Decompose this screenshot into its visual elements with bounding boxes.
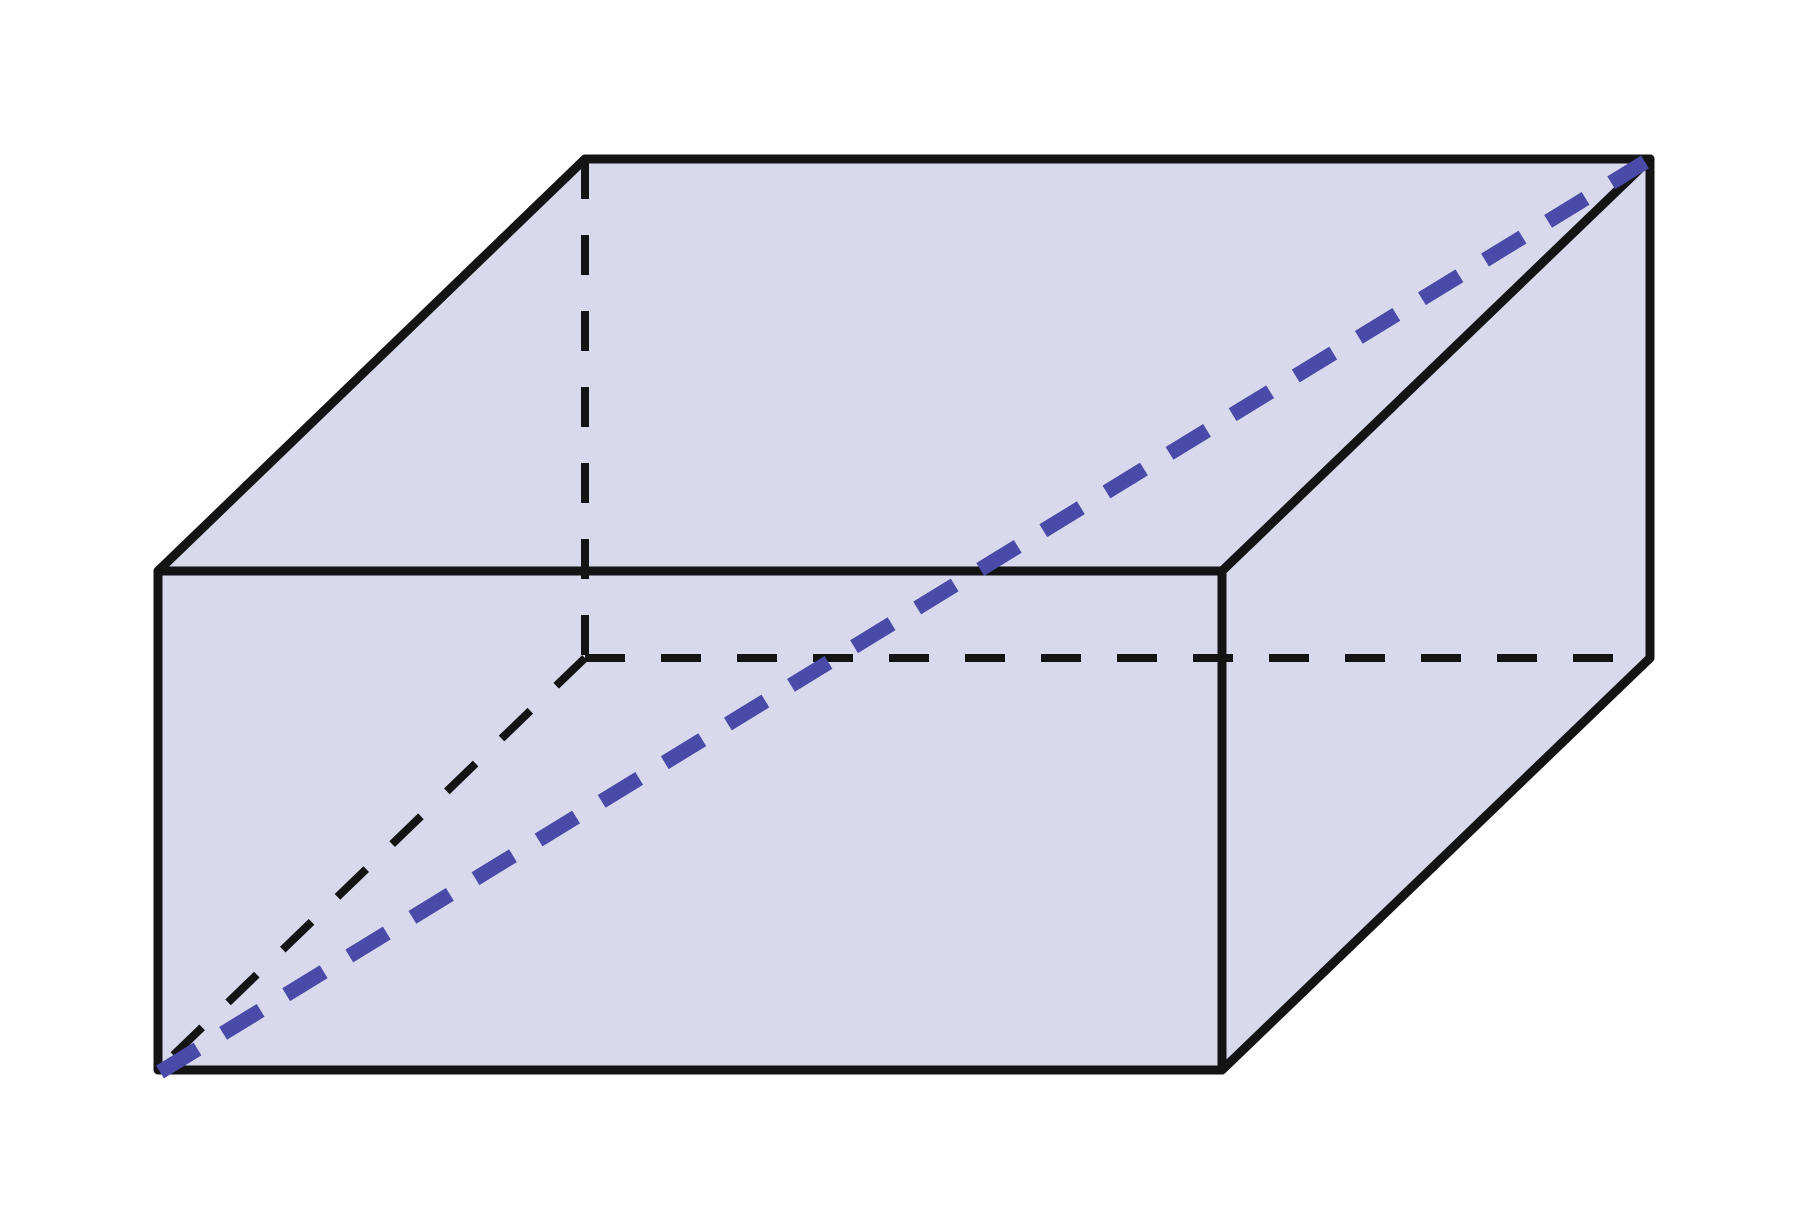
hidden-edge-back-bottom-slant — [155, 655, 588, 1073]
right-face — [1222, 159, 1650, 1070]
edge-top-left-slant — [153, 154, 590, 576]
top-face — [158, 159, 1650, 571]
edge-top-right-slant — [1217, 154, 1655, 576]
front-face — [158, 571, 1222, 1070]
front-face-outline — [153, 566, 1227, 1075]
edge-right-bottom-slant — [1217, 653, 1655, 1075]
